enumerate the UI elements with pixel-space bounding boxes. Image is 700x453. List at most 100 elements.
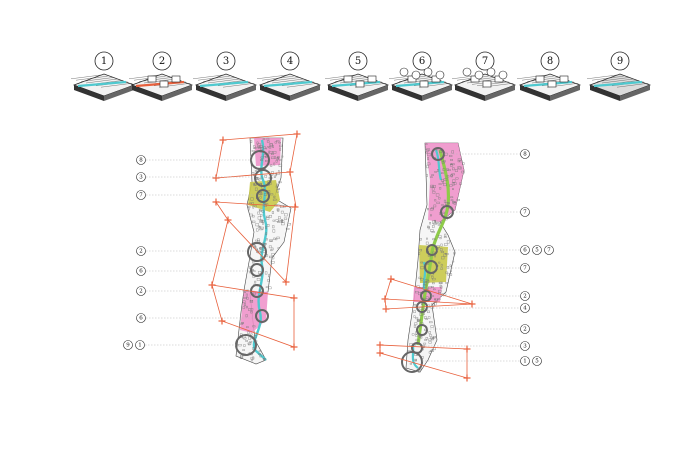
building-footprint — [450, 174, 453, 177]
building-footprint — [438, 221, 442, 224]
typology-number: 6 — [419, 56, 425, 67]
building-footprint — [272, 145, 274, 149]
building-footprint — [278, 181, 282, 184]
callout: 2 — [431, 291, 530, 301]
building-footprint — [254, 280, 257, 284]
building-footprint — [450, 199, 454, 201]
building-footprint — [427, 225, 430, 228]
building-footprint — [251, 358, 253, 362]
building-footprint — [278, 219, 282, 223]
building-footprint — [444, 243, 448, 246]
building-footprint — [242, 349, 245, 351]
building-footprint — [272, 219, 275, 222]
building-footprint — [413, 324, 417, 328]
building-footprint — [271, 247, 274, 251]
building-footprint — [259, 219, 263, 222]
building-footprint — [409, 362, 413, 365]
callout-badge — [136, 286, 146, 296]
building-footprint — [440, 263, 443, 267]
left-node-circle — [247, 242, 267, 262]
building-footprint — [276, 208, 280, 211]
building-footprint — [441, 204, 444, 207]
building-footprint — [432, 251, 435, 254]
building-footprint — [442, 211, 445, 214]
building-footprint — [438, 261, 441, 264]
callout: 7 — [136, 190, 256, 200]
building-footprint — [434, 221, 439, 224]
building-footprint — [266, 224, 270, 227]
building-footprint — [444, 233, 447, 237]
building-footprint — [450, 159, 453, 161]
building-footprint — [449, 155, 453, 157]
building-footprint — [424, 316, 427, 319]
typology-number-badge — [540, 51, 560, 71]
building-footprint — [440, 251, 444, 254]
callout: 2 — [427, 324, 530, 334]
building-footprint — [251, 172, 255, 175]
building-footprint — [440, 243, 443, 247]
building-footprint — [437, 298, 441, 300]
building-footprint — [252, 269, 254, 271]
building-footprint — [259, 354, 262, 358]
typology-item: 1 — [70, 51, 136, 101]
building-footprint — [249, 340, 253, 343]
typology-number: 5 — [355, 56, 361, 67]
building-footprint — [427, 153, 431, 157]
building-footprint — [268, 286, 272, 290]
building-footprint — [437, 223, 440, 226]
building-footprint — [438, 183, 442, 185]
building-footprint — [446, 175, 450, 178]
building-footprint — [257, 146, 261, 148]
building-footprint — [456, 199, 460, 201]
building-footprint — [438, 197, 441, 200]
building-footprint — [262, 221, 264, 225]
building-footprint — [264, 175, 268, 178]
building-footprint — [264, 271, 268, 275]
callout: 6 — [136, 266, 249, 276]
building-footprint — [242, 300, 246, 303]
building-footprint — [268, 150, 271, 154]
building-footprint — [273, 237, 276, 241]
building-footprint — [418, 276, 422, 280]
typology-item: 2 — [128, 51, 194, 101]
building-footprint — [248, 343, 251, 346]
callout-number: 2 — [523, 326, 527, 332]
left-node-circle — [254, 169, 272, 187]
building-footprint — [259, 196, 262, 199]
building-footprint — [423, 342, 427, 345]
typology-item: 7 — [451, 51, 517, 101]
building-footprint — [425, 151, 428, 154]
right-node-circle — [416, 324, 428, 336]
building-footprint — [265, 286, 269, 288]
building-footprint — [273, 162, 276, 166]
building-footprint — [258, 353, 261, 355]
building-footprint — [450, 163, 453, 165]
building-footprint — [274, 141, 277, 144]
building-footprint — [245, 314, 248, 318]
building-footprint — [277, 247, 280, 249]
callout: 2 — [136, 246, 248, 256]
building-footprint — [430, 176, 433, 178]
callout-badge — [532, 356, 542, 366]
building-footprint — [430, 336, 434, 340]
building-footprint — [425, 241, 429, 245]
building-footprint — [258, 226, 262, 228]
callout: 4 — [427, 303, 530, 313]
building-footprint — [239, 355, 243, 359]
building-footprint — [451, 173, 455, 176]
building-footprint — [441, 161, 445, 164]
building-footprint — [414, 304, 417, 306]
building-footprint — [439, 187, 442, 190]
building-footprint — [420, 335, 423, 339]
building-footprint — [429, 222, 431, 225]
typology-number-badge — [412, 51, 432, 71]
building-footprint — [278, 142, 281, 144]
building-footprint — [287, 223, 291, 226]
callout-number: 1 — [523, 358, 527, 364]
left-pink-zone-top — [254, 138, 281, 166]
building-footprint — [247, 342, 252, 345]
building-footprint — [439, 150, 443, 154]
building-footprint — [275, 140, 280, 143]
building-footprint — [259, 220, 263, 223]
building-footprint — [424, 339, 428, 341]
